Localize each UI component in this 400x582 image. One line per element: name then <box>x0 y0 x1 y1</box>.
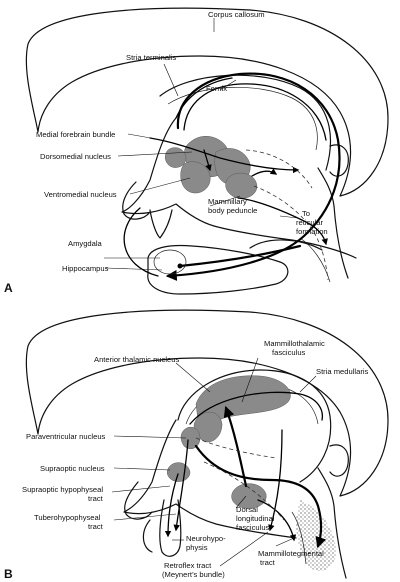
tegmentum-stipple <box>296 500 336 572</box>
label-body-peduncle: body peduncle <box>208 206 257 215</box>
label-mammillotegmental-tract: tract <box>260 558 276 567</box>
label-fornix: Fornix <box>206 84 227 93</box>
label-stria-medullaris: Stria medullaris <box>316 367 369 376</box>
tuberohypophyseal-tract <box>173 439 189 532</box>
label-mammillotegmental: Mammillotegmental <box>258 549 324 558</box>
label-formation: formation <box>296 227 328 236</box>
ventromedial-nucleus-shape <box>180 161 211 194</box>
corpus-callosum-outline-b <box>25 309 389 497</box>
retroflex-tract <box>268 429 283 532</box>
label-to: To <box>302 209 310 218</box>
temporal-lobe-outline <box>147 244 289 295</box>
label-supraoptic-hypophyseal: Supraoptic hypophyseal <box>22 485 103 494</box>
fornix-tract <box>165 72 341 281</box>
panel-b: Mammillothalamic fasciculus Anterior tha… <box>4 309 389 581</box>
label-corpus-callosum: Corpus callosum <box>208 10 265 19</box>
stria-medullaris-tract <box>189 391 324 425</box>
label-meynerts-bundle: (Meynert’s bundle) <box>162 570 225 579</box>
label-retroflex-tract: Retroflex tract <box>164 561 212 570</box>
panel-letter-b: B <box>4 567 13 581</box>
label-physis: physis <box>186 543 208 552</box>
supraoptic-nucleus-shape <box>167 462 191 482</box>
stria-terminalis-tract <box>123 77 233 277</box>
medial-forebrain-bundle-tract <box>149 137 300 174</box>
mammillary-body-shape <box>225 172 258 199</box>
label-mammillothalamic-fasciculus: fasciculus <box>272 348 306 357</box>
label-stria-terminalis: Stria terminalis <box>126 53 176 62</box>
mammillary-body-shape-b <box>231 483 267 509</box>
label-tuberohypophyseal-tract: tract <box>88 522 104 531</box>
label-medial-forebrain-bundle: Medial forebrain bundle <box>36 130 115 139</box>
lateral-ventricle-outline <box>159 74 332 171</box>
paraventricular-nucleus-shape <box>180 427 201 449</box>
label-supraoptic-nucleus: Supraoptic nucleus <box>40 464 105 473</box>
label-hippocampus: Hippocampus <box>62 264 109 273</box>
panel-letter-a: A <box>4 281 13 295</box>
neurohypophysis-outline <box>159 499 182 557</box>
label-mammillothalamic: Mammillothalamic <box>264 339 325 348</box>
label-tuberohypophyseal: Tuberohypophyseal <box>34 513 101 522</box>
supraoptic-hypophyseal-tract <box>164 473 179 538</box>
mammillotegmental-tract <box>257 499 297 542</box>
label-longitudinal: longitudinal <box>236 514 275 523</box>
panel-a: Corpus callosum Stria terminalis Fornix … <box>4 7 389 295</box>
corpus-callosum-outline <box>25 7 389 197</box>
label-fasciculus: fasciculus <box>236 523 270 532</box>
dorsal-longitudinal-fasciculus-tract <box>194 444 326 549</box>
label-mammillary: Mammillary <box>208 197 247 206</box>
label-reticular: reticular <box>296 218 323 227</box>
label-dorsal: Dorsal <box>236 505 258 514</box>
label-ventromedial-nucleus: Ventromedial nucleus <box>44 190 117 199</box>
label-anterior-thalamic-nucleus: Anterior thalamic nucleus <box>94 355 179 364</box>
label-amygdala: Amygdala <box>68 239 103 248</box>
label-neurohypo: Neurohypo- <box>186 534 226 543</box>
label-paraventricular-nucleus: Paraventricular nucleus <box>26 432 106 441</box>
label-dorsomedial-nucleus: Dorsomedial nucleus <box>40 152 111 161</box>
label-supraoptic-hypophyseal-tract: tract <box>88 494 104 503</box>
